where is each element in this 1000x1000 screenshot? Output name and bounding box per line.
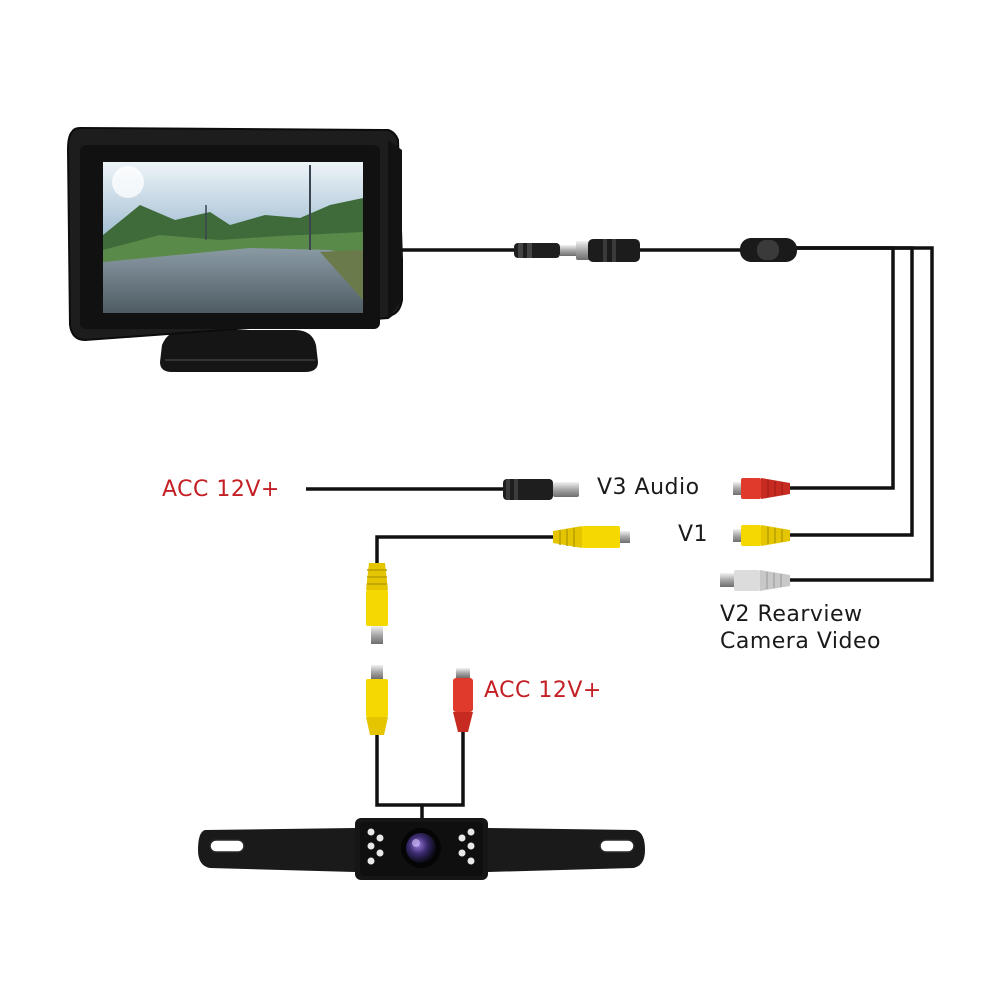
v1-label: V1 — [678, 522, 709, 547]
acc-dc-plug — [503, 479, 579, 500]
monitor-icon — [66, 126, 403, 372]
rca-plug-v2-white — [720, 570, 790, 591]
wires — [306, 246, 934, 820]
acc-power-label-left: ACC 12V+ — [162, 477, 280, 502]
rca-plug-extension-yellow — [553, 526, 630, 548]
rca-plug-v1-yellow — [733, 525, 790, 546]
rca-plug-vertical-yellow — [366, 563, 388, 644]
camera-power-lead — [422, 732, 465, 807]
splitter-junction — [740, 238, 797, 262]
dc-socket-camera-red — [453, 668, 473, 732]
video-extension-wire — [375, 535, 553, 565]
dc-socket-connector — [588, 239, 640, 262]
v2-label-line1: V2 Rearview — [720, 602, 863, 627]
branch-audio-wire — [790, 246, 895, 490]
branch-v2-wire — [790, 246, 934, 582]
acc-power-label-camera: ACC 12V+ — [484, 678, 602, 703]
license-plate-camera-icon — [198, 818, 645, 880]
ir-led-left-group — [367, 828, 384, 865]
rca-plug-audio-red — [733, 478, 790, 499]
rca-socket-camera-yellow — [366, 665, 388, 735]
dc-power-plug-icon — [514, 241, 590, 260]
v3-audio-label: V3 Audio — [597, 475, 700, 500]
ir-led-right-group — [458, 828, 475, 865]
v2-label-line2: Camera Video — [720, 629, 881, 654]
camera-video-lead — [375, 735, 422, 807]
